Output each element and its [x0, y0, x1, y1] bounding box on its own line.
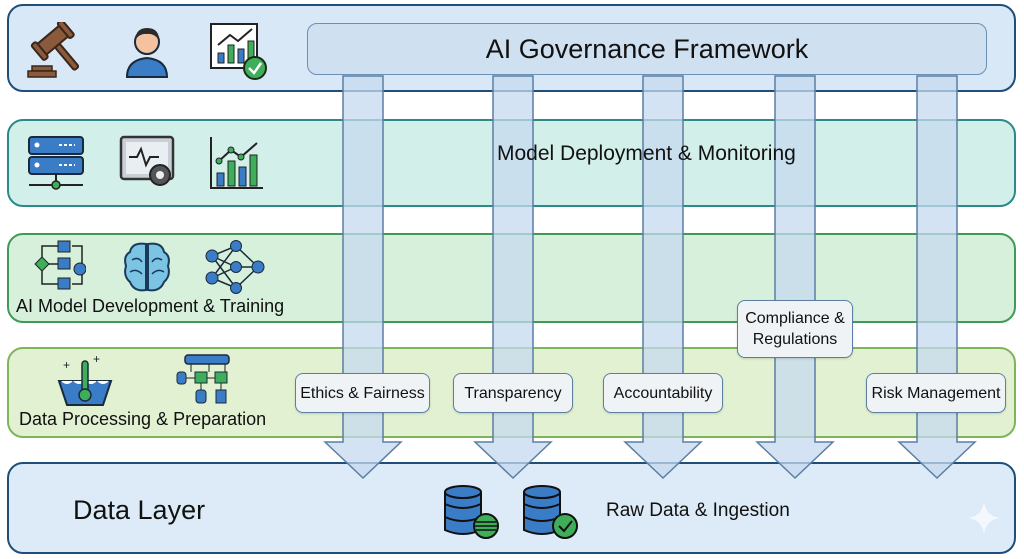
svg-text:+: + [63, 358, 70, 372]
data-layer-subtitle: Raw Data & Ingestion [606, 500, 790, 521]
governance-title: AI Governance Framework [485, 33, 809, 64]
deployment-layer-title: Model Deployment & Monitoring [497, 142, 796, 165]
pillar-accountability: Accountability [603, 373, 723, 413]
pillar-label-text: Ethics & Fairness [300, 384, 425, 402]
pillar-ethics-fairness: Ethics & Fairness [295, 373, 430, 413]
monitor-gear-icon [119, 135, 175, 186]
bar-line-chart-icon [210, 137, 263, 189]
gavel-icon [27, 22, 80, 78]
database-list-icon [444, 485, 499, 539]
pillar-label-text: Risk Management [871, 384, 1001, 402]
pillar-label-text: Compliance & Regulations [745, 310, 845, 348]
pillar-compliance-regulations: Compliance & Regulations [737, 300, 853, 358]
pillar-label-text: Accountability [613, 384, 713, 402]
chart-check-icon [210, 23, 267, 80]
pillar-risk-management: Risk Management [866, 373, 1006, 413]
database-check-icon [523, 485, 578, 539]
layer-data [7, 462, 1016, 554]
governance-title-box: AI Governance Framework [307, 23, 987, 75]
brain-icon [124, 242, 170, 292]
workflow-icon [34, 240, 86, 290]
sparkle-icon [968, 502, 1000, 534]
neural-network-icon [205, 240, 265, 294]
data-cleaning-icon: ++ [57, 353, 113, 406]
data-layer-title: Data Layer [73, 495, 206, 525]
pillar-label-text: Transparency [464, 384, 562, 402]
model-layer-title: AI Model Development & Training [16, 296, 285, 316]
pipeline-icon [176, 354, 230, 404]
svg-text:+: + [93, 353, 100, 366]
data-processing-layer-title: Data Processing & Preparation [19, 409, 267, 429]
server-icon [28, 136, 84, 190]
pillar-transparency: Transparency [453, 373, 573, 413]
person-icon [125, 28, 169, 78]
